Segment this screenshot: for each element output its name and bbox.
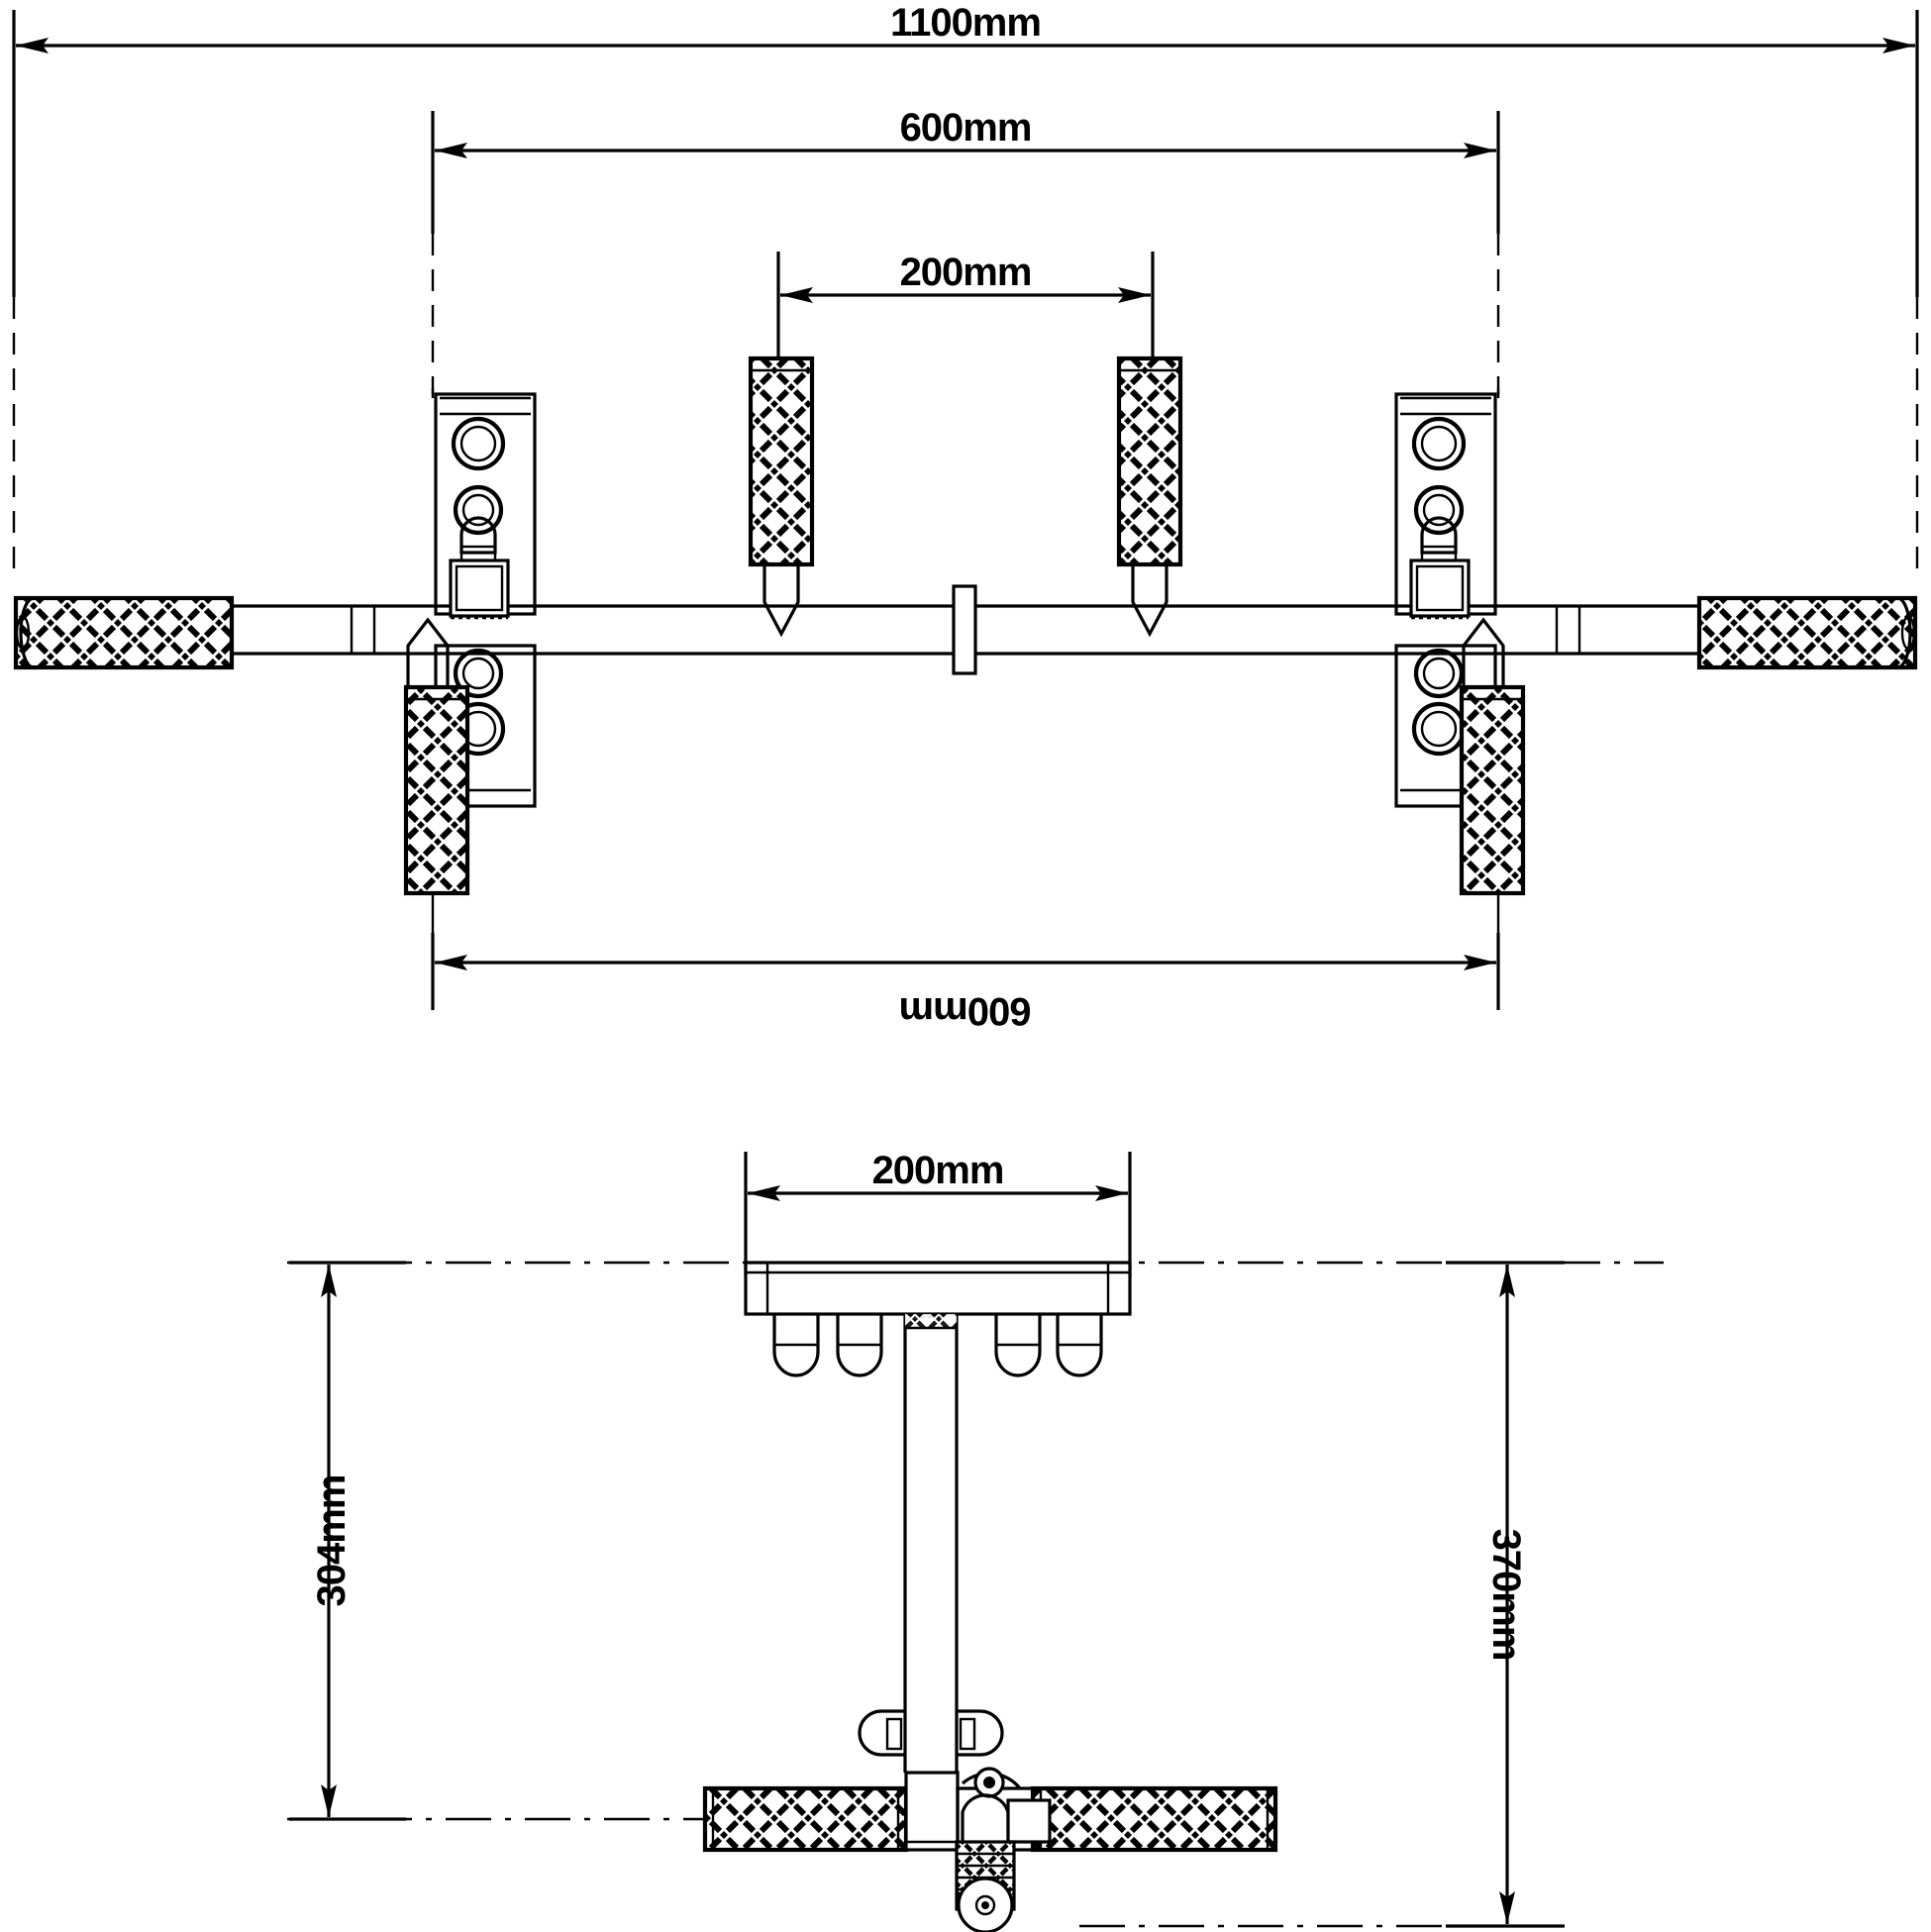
hook-1 xyxy=(772,1314,820,1377)
dimension-height-304mm: 304mm xyxy=(289,1261,406,1821)
t-handle-grip-right xyxy=(1030,1785,1278,1853)
t-handle xyxy=(702,1767,1278,1853)
dimension-plate-width: 200mm xyxy=(744,1149,1132,1277)
center-grip-right xyxy=(1116,252,1183,638)
dimension-label-600mm-lower: 600mm xyxy=(900,989,1032,1033)
dimension-overall-width: 1100mm xyxy=(12,1,1919,576)
bracket-left-upper xyxy=(431,388,537,620)
dimension-height-370mm: 370mm xyxy=(1446,1261,1565,1928)
dimension-label-1100mm: 1100mm xyxy=(890,1,1041,45)
bracket-grip-left xyxy=(403,617,470,961)
hook-2 xyxy=(836,1314,883,1377)
dimension-bracket-spacing-upper: 600mm xyxy=(431,106,1500,408)
post-lug-right xyxy=(957,1709,1004,1757)
bracket-grip-right xyxy=(1459,617,1526,961)
bottom-centerline xyxy=(287,1817,1485,1928)
side-view: 200mm xyxy=(287,1149,1664,1932)
dimension-bracket-spacing-lower: 600mm xyxy=(431,933,1500,1033)
center-grip-left xyxy=(748,252,815,638)
grip-left-end xyxy=(13,595,235,670)
dimension-label-200mm-side: 200mm xyxy=(872,1149,1004,1192)
dimension-label-370mm: 370mm xyxy=(1484,1529,1528,1661)
dimension-label-200mm-front: 200mm xyxy=(900,251,1032,294)
t-handle-grip-left xyxy=(702,1785,909,1853)
hook-3 xyxy=(994,1314,1042,1377)
vertical-post xyxy=(903,1314,959,1773)
threaded-screw xyxy=(955,1840,1016,1932)
grip-right-end xyxy=(1696,595,1918,670)
post-lug-left xyxy=(858,1709,905,1757)
bracket-right-upper xyxy=(1394,388,1500,620)
dimension-label-304mm: 304mm xyxy=(310,1475,354,1607)
hook-4 xyxy=(1056,1314,1103,1377)
center-collar xyxy=(952,584,977,675)
dimension-label-600mm-upper: 600mm xyxy=(900,106,1032,150)
front-view: 1100mm 600mm 200mm xyxy=(12,1,1919,1033)
